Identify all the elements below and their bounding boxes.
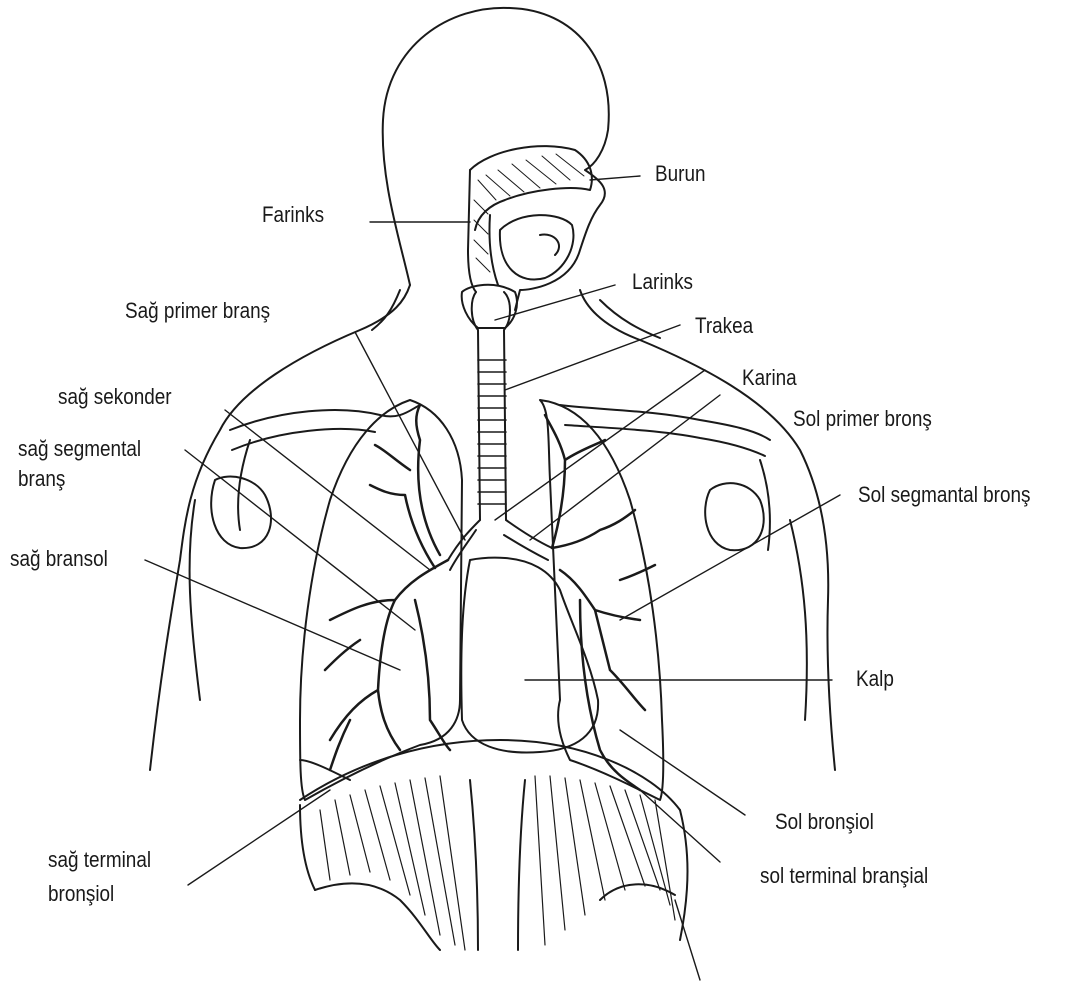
oral-cavity	[500, 215, 574, 279]
left-clavicle	[560, 405, 770, 440]
leader-sol-bronsiol	[620, 730, 745, 815]
leader-sag-segmental	[185, 450, 415, 630]
label-kalp: Kalp	[856, 665, 894, 693]
label-trakea: Trakea	[695, 312, 753, 340]
pharynx	[468, 170, 476, 292]
label-burun: Burun	[655, 160, 705, 188]
label-sag-segmental-line1: sağ segmental	[18, 435, 141, 463]
label-sol-segmantal-brons: Sol segmantal bronş	[858, 481, 1030, 509]
label-karina: Karina	[742, 364, 797, 392]
leader-sag-bransol	[145, 560, 400, 670]
trachea	[472, 292, 510, 520]
label-sag-primer-brans: Sağ primer branş	[125, 297, 270, 325]
neck-left	[150, 285, 410, 770]
leader-trakea	[505, 325, 680, 390]
leader-sag-primer-brans	[355, 332, 465, 540]
leader-sol-terminal	[640, 790, 720, 862]
leader-burun	[590, 176, 640, 180]
left-primary-bronchus	[504, 520, 552, 560]
label-sol-primer-brons: Sol primer bronş	[793, 405, 932, 433]
label-sag-segmental-line2: branş	[18, 465, 65, 493]
label-farinks: Farinks	[262, 201, 324, 229]
label-sol-bronsiol: Sol bronşiol	[775, 808, 874, 836]
nasal-cavity	[470, 146, 592, 230]
label-sag-sekonder: sağ sekonder	[58, 383, 172, 411]
label-sag-terminal-line2: bronşiol	[48, 880, 114, 908]
leader-karina	[495, 370, 705, 520]
leader-sol-segmantal-brons	[620, 495, 840, 620]
label-sag-bransol: sağ bransol	[10, 545, 108, 573]
head-outline	[383, 8, 609, 310]
leader-sag-terminal	[188, 790, 330, 885]
label-larinks: Larinks	[632, 268, 693, 296]
right-primary-bronchus	[448, 520, 480, 570]
label-sag-terminal-line1: sağ terminal	[48, 846, 151, 874]
label-sol-terminal-bransial: sol terminal branşial	[760, 862, 928, 890]
diaphragm	[300, 740, 680, 810]
left-lung	[540, 400, 663, 800]
